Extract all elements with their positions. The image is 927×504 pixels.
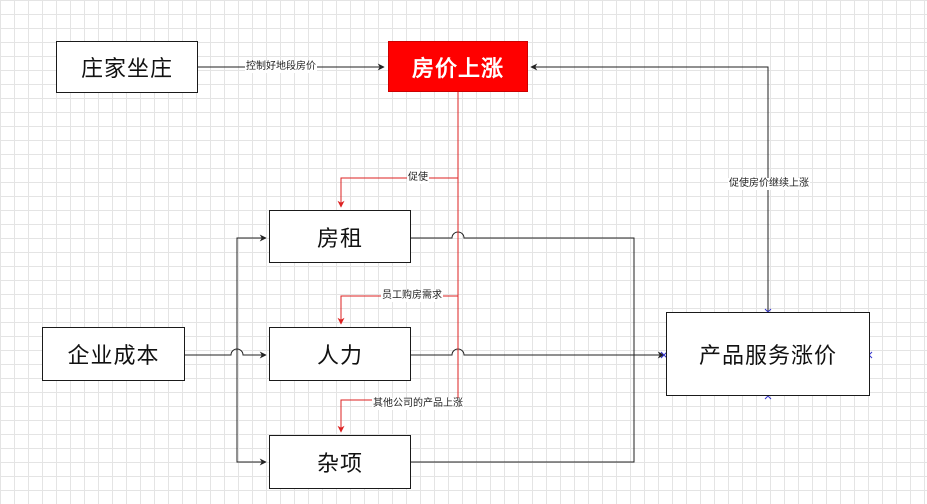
node-qiye[interactable]: 企业成本 xyxy=(42,327,185,381)
edge-qiye-to-zaxiang xyxy=(236,355,267,466)
edge-label-control: 控制好地段房价 xyxy=(245,61,317,73)
node-zhuangjia[interactable]: 庄家坐庄 xyxy=(56,41,198,93)
edge-qiye-to-renli xyxy=(185,348,267,359)
node-fangjia[interactable]: 房价上涨 xyxy=(388,41,528,92)
node-zaxiang[interactable]: 杂项 xyxy=(269,435,411,489)
node-fangzu[interactable]: 房租 xyxy=(269,210,411,263)
node-renli[interactable]: 人力 xyxy=(269,327,411,381)
edge-label-jixu: 促使房价继续上涨 xyxy=(728,178,810,190)
node-chanpin[interactable]: 产品服务涨价 xyxy=(666,312,870,396)
edge-label-qita: 其他公司的产品上涨 xyxy=(372,398,464,410)
edge-fangzu-to-chanpin xyxy=(411,231,635,355)
edge-renli-to-chanpin xyxy=(411,348,665,359)
edge-qiye-to-fangzu xyxy=(236,234,267,355)
edge-label-cushi: 促使 xyxy=(407,172,429,184)
edge-fangjia-to-fangzu xyxy=(337,177,458,208)
edge-zaxiang-to-chanpin xyxy=(411,355,635,463)
edge-label-yuangong: 员工购房需求 xyxy=(381,290,443,302)
edge-chanpin-to-fangjia xyxy=(530,63,769,312)
